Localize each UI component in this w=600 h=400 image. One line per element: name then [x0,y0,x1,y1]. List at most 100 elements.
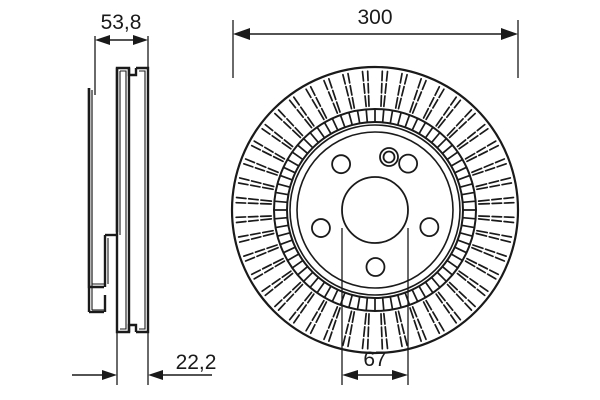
vent-fin-tick [279,239,294,246]
vent-slot-line [478,150,489,157]
vent-slot-line [494,256,506,262]
vent-fin-tick [418,121,427,135]
vent-fin-tick [276,183,291,189]
vent-fin-tick [348,294,354,309]
vent-slot-line [500,238,512,243]
vent-fin-tick [453,246,468,254]
arrow-left-300 [233,28,250,40]
vent-slot-line [384,82,388,94]
tick-ring-inner-circle [286,121,464,299]
vent-slot-line [256,251,267,258]
vent-slot-line [362,82,366,94]
vent-fin-tick [273,216,289,220]
side-vent-notch-bottom [127,323,138,332]
vent-slot-line [277,109,286,118]
vent-slot-line [501,234,513,238]
vent-fin-tick [389,295,394,311]
vent-slot-line [453,99,462,109]
vent-fin-tick [436,271,448,283]
vent-slot-line [328,78,333,89]
vent-fin-tick [459,231,474,237]
vent-slot-line [260,218,273,221]
vent-fin-tick [404,114,411,129]
vent-slot-line [409,101,415,113]
vent-slot-line [261,150,272,157]
vent-fin-tick [331,288,339,303]
front-view [230,65,520,355]
arrow-22-left [102,370,117,380]
arrow-left-53 [95,35,110,45]
bolt-hole [331,154,352,175]
vent-slot-line [254,166,266,172]
vent-slot-line [484,166,496,172]
vent-slot-line [253,273,264,280]
vent-slot-line [286,293,295,303]
vent-slot-line [413,319,419,331]
dimension-300 [232,20,519,78]
vent-fin-tick [291,259,304,269]
vent-slot-line [416,91,423,102]
vent-slot-line [476,267,487,274]
vent-slot-line [264,288,274,297]
vent-slot-line [403,73,408,85]
vent-slot-line [261,284,271,293]
vent-slot-line [294,283,304,294]
vent-slot-line [327,91,334,102]
vent-slot-line [286,117,295,127]
vent-fin-tick [456,174,471,181]
vent-slot-line [238,238,250,243]
vent-slot-line [476,288,486,297]
arrow-right-300 [501,28,518,40]
vent-slot-line [464,302,473,311]
hub-outer-circle [289,124,461,296]
vent-slot-line [496,252,507,257]
vent-fin-tick [446,151,459,161]
vent-slot-line [291,281,302,291]
arrow-right-53 [133,35,148,45]
vent-fin-tick [339,291,346,306]
vent-slot-line [479,284,489,293]
vent-slot-line [425,299,433,311]
vent-slot-line [273,131,284,140]
vent-slot-line [266,244,278,250]
vent-fin-tick [316,126,326,139]
vent-slot-line [267,246,279,253]
vent-slot-line [306,116,315,127]
vent-slot-line [260,199,273,202]
vent-slot-line [281,270,292,279]
arrow-22-right [148,370,163,380]
vent-fin-tick [323,121,332,135]
vent-slot-line [397,84,401,96]
vent-fin-tick [411,117,419,132]
vent-slot-line [422,301,430,313]
vent-fin-tick [309,131,320,144]
threaded-hole-outer [379,147,399,167]
vent-slot-line [347,336,351,348]
vent-slot-line [437,118,446,129]
vent-slot-line [464,260,476,268]
vent-fin-tick [276,231,291,237]
vent-slot-line [484,248,496,254]
vent-slot-line [282,290,292,299]
vent-slot-line [305,321,312,332]
vent-fin-tick [436,137,448,149]
vent-fin-tick [389,109,394,125]
bolt-hole-group [311,153,440,277]
vent-slot-line [397,97,402,110]
vent-fin-tick [424,126,434,139]
vent-slot-line [428,96,435,108]
vent-fin-tick [296,144,309,155]
vent-slot-line [491,197,503,201]
vent-fin-tick [461,200,477,204]
vent-slot-line [477,199,490,202]
vent-fin-tick [441,144,454,155]
vent-slot-line [348,97,353,110]
vent-slot-line [261,186,274,191]
vent-fin-tick [365,108,369,124]
vent-fin-tick [418,285,427,299]
vent-slot-line [472,244,484,250]
vent-slot-line [467,299,476,308]
vent-slot-line [413,89,419,101]
vent-slot-line [445,301,454,312]
side-vent-notch-top [127,68,138,77]
